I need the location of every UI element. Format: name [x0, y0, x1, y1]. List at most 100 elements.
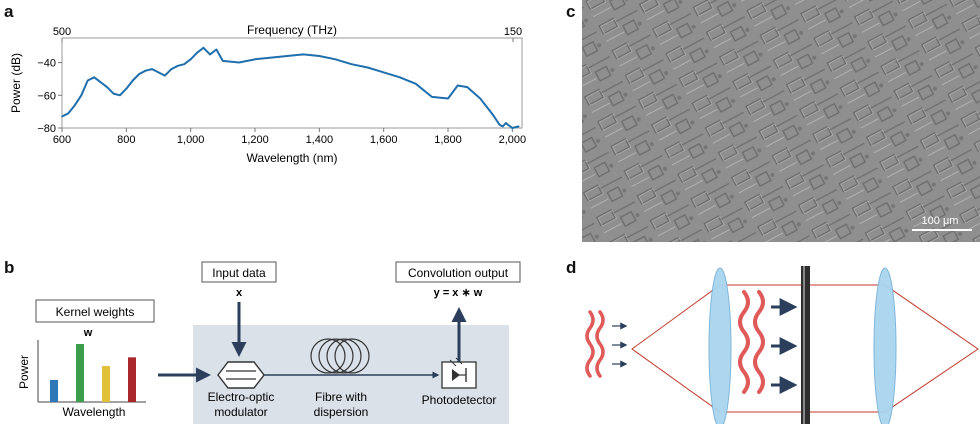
- x-tick-label-1: 800: [117, 134, 135, 146]
- fibre-coil-symbol: [310, 338, 370, 374]
- first-lens: [708, 267, 732, 424]
- fibre-label-line1: Fibre with: [315, 390, 367, 404]
- spectrum-point-28: [270, 56, 272, 59]
- top-tick-label-2: 150: [504, 26, 522, 38]
- spectrum-point-25: [222, 60, 224, 62]
- spectrum-point-1: [67, 112, 70, 115]
- output-formula: y = x ∗ w: [434, 287, 483, 299]
- panel-letter-b: b: [4, 258, 15, 277]
- y-ticks: −40−60−80: [37, 58, 62, 135]
- x-tick-label-3: 1,200: [241, 134, 269, 146]
- x-tick-label-5: 1,600: [370, 134, 398, 146]
- y-axis-label: Power (dB): [9, 53, 23, 113]
- x-tick-label-7: 2,000: [499, 134, 527, 146]
- spectrum-point-18: [177, 65, 179, 67]
- modulator-label-line2: modulator: [214, 405, 267, 419]
- optical-setup-diagram: [585, 266, 979, 424]
- spectrum-points: [61, 47, 520, 129]
- spectrum-point-45: [501, 125, 504, 128]
- kernel-bars: [50, 344, 136, 402]
- plot-frame: [61, 37, 523, 129]
- spectrum-point-26: [238, 61, 240, 64]
- spectrum-point-31: [318, 55, 321, 57]
- spectrum-point-11: [131, 79, 134, 82]
- panel-letter-c: c: [566, 2, 576, 21]
- kernel-weights-box: [35, 299, 155, 323]
- spectrum-point-47: [511, 127, 514, 129]
- micrograph-texture: [582, 0, 980, 242]
- modulator-symbol: [217, 361, 265, 389]
- x-axis-label: Wavelength (nm): [247, 151, 338, 165]
- spectrum-point-4: [86, 79, 89, 82]
- spectrum-point-37: [415, 83, 417, 85]
- spectrum-point-9: [119, 94, 121, 97]
- spectrum-point-23: [209, 53, 211, 56]
- panel-letter-a: a: [4, 2, 14, 21]
- spectrum-point-27: [254, 58, 256, 61]
- input-arrows: [612, 322, 628, 368]
- spectrum-point-40: [456, 84, 459, 87]
- input-data-title: Input data: [212, 266, 266, 280]
- convolution-output-box: [395, 261, 521, 283]
- spectrum-point-46: [505, 122, 507, 124]
- spectrum-point-24: [215, 48, 218, 51]
- input-data-box: [201, 261, 277, 283]
- spectrum-point-0: [61, 115, 63, 118]
- spectrum-point-10: [125, 87, 128, 90]
- kernel-weights-title: Kernel weights: [56, 305, 135, 319]
- spectrum-point-5: [93, 76, 95, 79]
- top-tick-label-1: 500: [53, 26, 71, 38]
- spectrum-point-19: [183, 63, 186, 65]
- modulator-label-line1: Electro-optic: [208, 390, 275, 404]
- spectrum-point-29: [286, 55, 288, 57]
- kernel-bar-0: [50, 379, 58, 402]
- spectrum-point-38: [431, 96, 433, 98]
- spectrum-point-43: [492, 114, 494, 116]
- convolution-output-title: Convolution output: [408, 266, 509, 280]
- focused-waves: [738, 290, 765, 394]
- kernel-bar-1: [76, 344, 84, 402]
- scale-bar-label: 100 μm: [922, 215, 959, 227]
- y-tick-label-2: −80: [37, 123, 56, 135]
- second-lens: [873, 267, 897, 424]
- spectrum-point-48: [517, 125, 520, 128]
- spectrum-point-13: [144, 69, 147, 72]
- spectrum-point-16: [164, 74, 166, 77]
- diffractive-plate: [801, 266, 810, 424]
- kernel-x-label: Wavelength: [63, 405, 126, 419]
- spectrum-point-15: [157, 71, 160, 74]
- spectrum-point-36: [398, 76, 401, 79]
- input-waves: [585, 310, 605, 378]
- spectrum-point-20: [189, 58, 192, 61]
- kernel-symbol: w: [83, 327, 93, 339]
- fibre-label-line2: dispersion: [314, 405, 369, 419]
- x-tick-label-0: 600: [53, 134, 71, 146]
- spectrum-point-8: [112, 92, 115, 95]
- spectrum-point-44: [498, 123, 501, 126]
- spectrum-point-14: [151, 68, 153, 70]
- top-axis-label: Frequency (THz): [247, 23, 337, 37]
- y-tick-label-0: −40: [37, 58, 56, 70]
- spectrum-series-line: [61, 46, 520, 129]
- convolution-diagram: Kernel weights w Power Wavelength Input …: [17, 261, 521, 424]
- spectrum-point-7: [106, 86, 108, 88]
- spectrum-point-22: [202, 47, 205, 49]
- spectrum-point-35: [382, 71, 385, 74]
- spectrum-point-6: [99, 81, 102, 83]
- spectrum-point-30: [302, 53, 305, 56]
- x-tick-label-2: 1,000: [177, 134, 205, 146]
- micrograph-tone: [582, 0, 980, 242]
- input-symbol: x: [236, 287, 243, 299]
- spectrum-point-33: [350, 63, 353, 65]
- spectrum-point-39: [447, 97, 449, 100]
- x-tick-label-6: 1,800: [434, 134, 462, 146]
- plate-arrows: [771, 298, 798, 394]
- photodetector-symbol: [441, 357, 477, 389]
- x-ticks: 600 800 1,000 1,200 1,400 1,600 1,800 2,000: [53, 128, 526, 146]
- spectrum-point-3: [80, 94, 83, 97]
- device-micrograph: 100 μm: [582, 0, 980, 242]
- spectrum-point-41: [466, 86, 469, 88]
- x-tick-label-4: 1,400: [306, 134, 334, 146]
- kernel-bar-3: [128, 357, 136, 402]
- panel-letter-d: d: [566, 258, 577, 277]
